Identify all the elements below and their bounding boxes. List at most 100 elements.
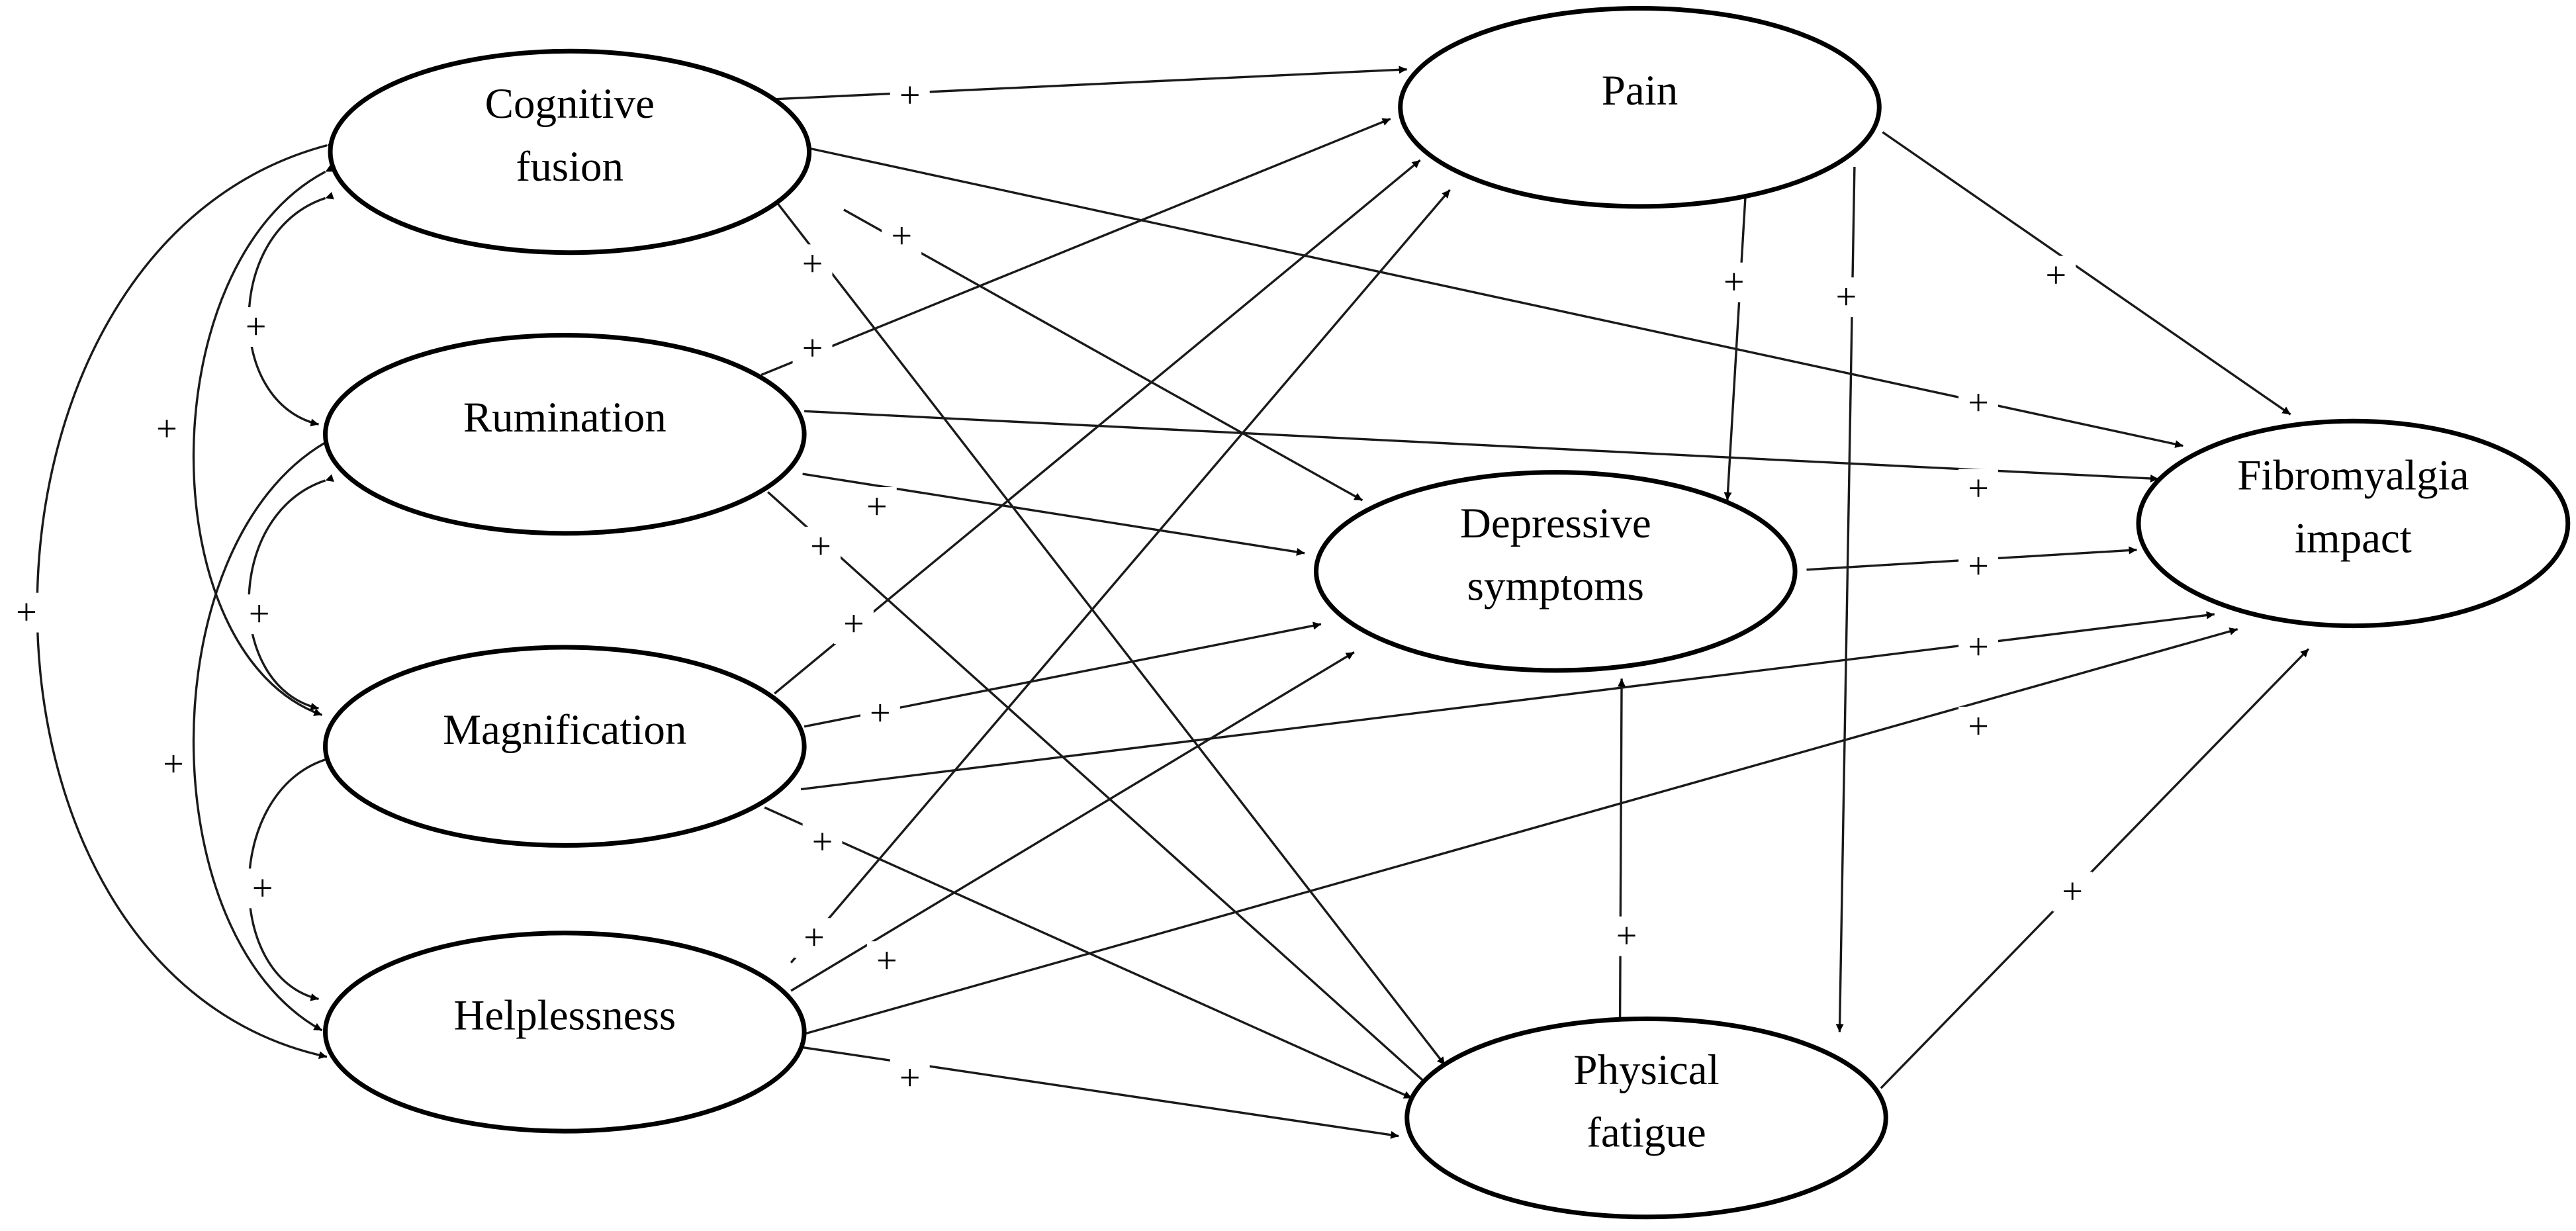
path-pain-to-fibromyalgia-impact-label-gap xyxy=(2036,255,2076,296)
node-pain: Pain xyxy=(1398,6,1882,209)
path-helplessness-to-pain-label-gap xyxy=(794,918,834,958)
path-cognitive-fusion-to-pain-label-gap xyxy=(890,75,930,116)
path-rumination-to-pain-sign: + xyxy=(802,328,823,369)
node-magnification-ellipse xyxy=(323,645,807,848)
path-magnification-to-depressive-symptoms-sign: + xyxy=(870,693,891,734)
path-pain-to-depressive-symptoms-arrow xyxy=(1724,195,1747,501)
node-cognitive-fusion-label-1: Cognitive xyxy=(485,80,655,128)
node-rumination: Rumination xyxy=(323,333,807,536)
node-fibromyalgia-impact-label-1: Fibromyalgia xyxy=(2237,452,2469,500)
path-rumination-to-pain-label-gap xyxy=(792,328,833,369)
path-helplessness-to-physical-fatigue-sign: + xyxy=(899,1058,921,1099)
correlation-rumination-helplessness-label-gap xyxy=(157,745,190,785)
node-helplessness-ellipse xyxy=(323,931,807,1134)
path-helplessness-to-pain-arrow xyxy=(790,189,1451,964)
node-depressive-symptoms-ellipse xyxy=(1314,470,1798,673)
node-fibromyalgia-impact: Fibromyalgia impact xyxy=(2136,418,2571,629)
path-pain-to-fibromyalgia-impact-arrow xyxy=(1882,131,2291,416)
path-rumination-to-physical-fatigue-label-gap xyxy=(801,526,841,567)
path-physical-fatigue-to-fibromyalgia-impact-sign: + xyxy=(2062,871,2083,912)
correlation-arcs xyxy=(36,139,336,1060)
path-sign-labels: ++++++++++++++++++++++++++++ xyxy=(10,75,2093,1099)
node-magnification: Magnification xyxy=(323,645,807,848)
node-physical-fatigue: Physical fatigue xyxy=(1404,1016,1888,1220)
node-magnification-label-1: Magnification xyxy=(443,706,686,754)
path-magnification-to-fibromyalgia-impact-sign: + xyxy=(1968,627,1989,668)
path-helplessness-to-fibromyalgia-impact-arrow xyxy=(799,627,2238,1037)
path-physical-fatigue-to-depressive-symptoms-arrow xyxy=(1618,678,1626,1019)
node-pain-label-1: Pain xyxy=(1602,67,1679,114)
correlation-cognitive-fusion-helplessness-label-gap xyxy=(10,592,43,633)
node-physical-fatigue-label-2: fatigue xyxy=(1587,1109,1706,1157)
node-depressive-symptoms-label-1: Depressive xyxy=(1460,500,1651,547)
path-rumination-to-physical-fatigue-arrow xyxy=(767,491,1434,1091)
node-physical-fatigue-label-1: Physical xyxy=(1573,1046,1719,1094)
directional-paths xyxy=(760,66,2310,1139)
path-magnification-to-pain-label-gap xyxy=(834,604,874,645)
path-rumination-to-depressive-symptoms-sign: + xyxy=(866,486,888,527)
path-magnification-to-depressive-symptoms-label-gap xyxy=(860,693,900,733)
node-depressive-symptoms-label-2: symptoms xyxy=(1467,563,1644,610)
path-magnification-to-pain-arrow xyxy=(774,159,1421,695)
construct-nodes: CognitivefusionRuminationMagnificationHe… xyxy=(323,6,2571,1220)
path-helplessness-to-fibromyalgia-impact-label-gap xyxy=(1958,706,1998,747)
path-pain-to-depressive-symptoms-sign: + xyxy=(1724,262,1745,303)
path-rumination-to-fibromyalgia-impact-label-gap xyxy=(1958,469,1998,509)
path-helplessness-to-depressive-symptoms-sign: + xyxy=(876,940,897,981)
node-depressive-symptoms: Depressive symptoms xyxy=(1314,470,1798,673)
node-fibromyalgia-impact-label-2: impact xyxy=(2295,514,2412,562)
path-cognitive-fusion-to-physical-fatigue-arrow xyxy=(775,201,1446,1066)
path-pain-to-depressive-symptoms-label-gap xyxy=(1714,262,1754,302)
node-physical-fatigue-ellipse xyxy=(1404,1016,1888,1220)
path-magnification-to-pain-sign: + xyxy=(843,604,864,645)
path-physical-fatigue-to-fibromyalgia-impact-arrow xyxy=(1880,648,2310,1089)
path-magnification-to-physical-fatigue-label-gap xyxy=(802,822,843,862)
path-physical-fatigue-to-depressive-symptoms-sign: + xyxy=(1616,916,1637,957)
correlation-magnification-helplessness-sign: + xyxy=(252,868,273,909)
node-rumination-ellipse xyxy=(323,333,807,536)
path-cognitive-fusion-to-fibromyalgia-impact-sign: + xyxy=(1968,383,1989,424)
correlation-magnification-helplessness-label-gap xyxy=(246,868,279,909)
path-cognitive-fusion-to-pain-sign: + xyxy=(899,75,921,116)
path-rumination-to-depressive-symptoms-label-gap xyxy=(856,487,897,527)
path-cognitive-fusion-to-pain-arrow xyxy=(776,66,1407,101)
path-rumination-to-physical-fatigue-sign: + xyxy=(810,526,831,567)
correlation-cognitive-fusion-helplessness-sign: + xyxy=(16,592,37,633)
path-pain-to-physical-fatigue-sign: + xyxy=(1836,277,1857,318)
path-rumination-to-fibromyalgia-impact-arrow xyxy=(804,410,2159,482)
node-pain-ellipse xyxy=(1398,6,1882,209)
correlation-cognitive-fusion-magnification-label-gap xyxy=(150,409,183,449)
path-cognitive-fusion-to-depressive-symptoms-arrow xyxy=(843,208,1363,502)
correlation-rumination-helplessness-arc xyxy=(192,435,334,1032)
path-cognitive-fusion-to-fibromyalgia-impact-label-gap xyxy=(1958,383,1998,423)
correlation-cognitive-fusion-magnification-arc xyxy=(192,164,334,716)
node-cognitive-fusion-ellipse xyxy=(328,48,812,255)
correlation-rumination-helplessness-sign: + xyxy=(163,744,184,785)
path-depressive-symptoms-to-fibromyalgia-impact-label-gap xyxy=(1958,546,1998,586)
node-helplessness-label-1: Helplessness xyxy=(453,991,676,1039)
path-helplessness-to-depressive-symptoms-label-gap xyxy=(866,941,907,981)
path-rumination-to-pain-arrow xyxy=(760,118,1391,376)
correlation-cognitive-fusion-helplessness-arc xyxy=(36,139,336,1060)
path-pain-to-physical-fatigue-label-gap xyxy=(1826,277,1866,318)
path-cognitive-fusion-to-physical-fatigue-label-gap xyxy=(792,244,833,285)
path-rumination-to-fibromyalgia-impact-sign: + xyxy=(1968,469,1989,510)
path-physical-fatigue-to-depressive-symptoms-label-gap xyxy=(1606,916,1647,956)
node-rumination-label-1: Rumination xyxy=(463,394,667,441)
correlation-rumination-magnification-sign: + xyxy=(249,594,270,635)
path-cognitive-fusion-to-physical-fatigue-sign: + xyxy=(802,244,823,285)
correlation-cognitive-fusion-magnification-sign: + xyxy=(156,409,177,450)
correlation-rumination-magnification-label-gap xyxy=(242,594,276,635)
path-helplessness-to-fibromyalgia-impact-sign: + xyxy=(1968,706,1989,747)
path-helplessness-to-pain-sign: + xyxy=(804,917,825,958)
path-physical-fatigue-to-fibromyalgia-impact-label-gap xyxy=(2052,872,2093,912)
path-cognitive-fusion-to-depressive-symptoms-sign: + xyxy=(892,216,913,257)
path-cognitive-fusion-to-fibromyalgia-impact-arrow xyxy=(810,147,2184,448)
path-helplessness-to-physical-fatigue-arrow xyxy=(799,1046,1399,1139)
node-fibromyalgia-impact-ellipse xyxy=(2136,418,2571,629)
correlation-cognitive-fusion-rumination-sign: + xyxy=(246,306,267,347)
path-cognitive-fusion-to-depressive-symptoms-label-gap xyxy=(882,216,922,256)
path-helplessness-to-physical-fatigue-label-gap xyxy=(890,1058,930,1099)
